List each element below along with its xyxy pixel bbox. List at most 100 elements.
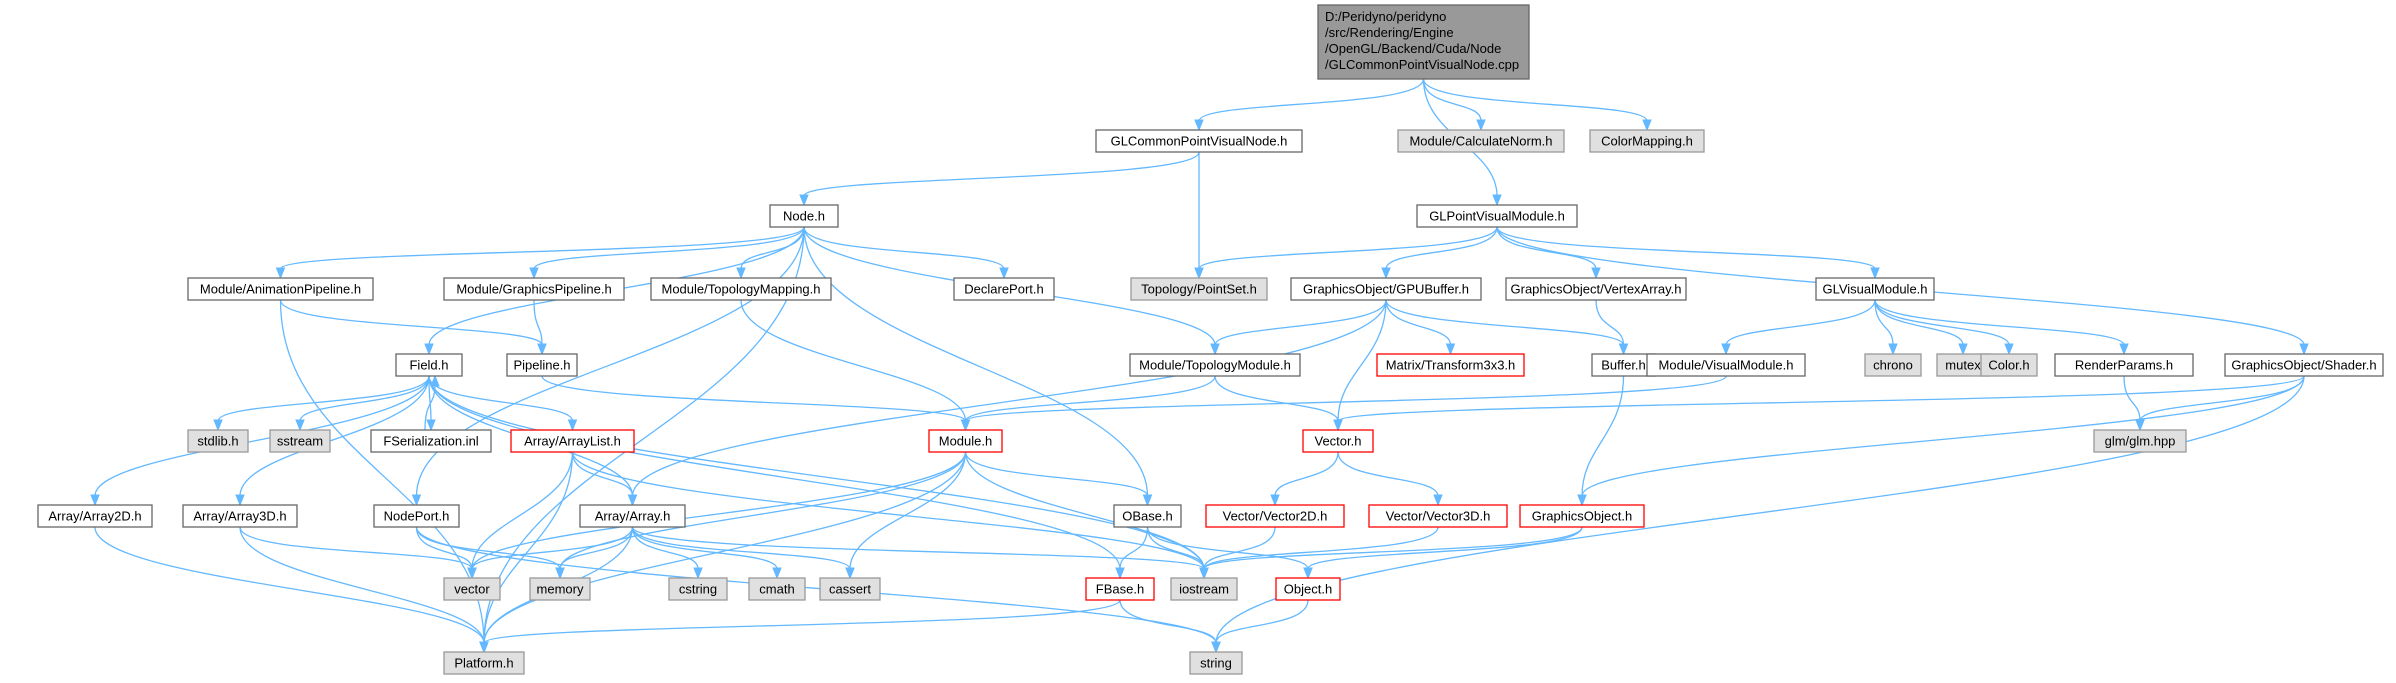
node-array[interactable]: Array/Array.h [579, 504, 686, 528]
edge-gpubuf-to-mat3 [1385, 299, 1456, 356]
edge-arraylist-to-array [571, 451, 638, 507]
node-object[interactable]: Object.h [1275, 577, 1341, 601]
node-shader[interactable]: GraphicsObject/Shader.h [2224, 353, 2384, 377]
node-array2d[interactable]: Array/Array2D.h [37, 504, 153, 528]
node-cmath[interactable]: cmath [748, 577, 806, 601]
edge-line [1203, 526, 1583, 570]
node-label: Matrix/Transform3x3.h [1386, 358, 1516, 373]
node-gfxobj[interactable]: GraphicsObject.h [1519, 504, 1645, 528]
edge-arrowhead [2119, 343, 2129, 356]
edge-line [217, 375, 430, 422]
node-box [1170, 577, 1238, 601]
node-stdlib[interactable]: stdlib.h [187, 429, 249, 453]
node-animpipe[interactable]: Module/AnimationPipeline.h [187, 277, 374, 301]
node-cstring[interactable]: cstring [668, 577, 728, 601]
edge-line [964, 451, 1205, 570]
node-mutex[interactable]: mutex [1936, 353, 1990, 377]
node-vector[interactable]: Vector.h [1302, 429, 1374, 453]
edge-line [631, 526, 778, 570]
node-mat3[interactable]: Matrix/Transform3x3.h [1376, 353, 1525, 377]
edge-arrowhead [430, 374, 440, 387]
node-platform[interactable]: Platform.h [443, 651, 525, 675]
node-box [1815, 277, 1935, 301]
edge-shader-to-vector [1333, 375, 2305, 432]
node-string[interactable]: string [1189, 651, 1243, 675]
node-label: Module/CalculateNorm.h [1409, 134, 1552, 149]
node-glvm[interactable]: GLVisualModule.h [1815, 277, 1935, 301]
node-vec3d[interactable]: Vector/Vector3D.h [1368, 504, 1508, 528]
edge-line [239, 375, 430, 497]
node-box [769, 204, 839, 228]
edge-root-to-calcnorm [1422, 78, 1486, 132]
node-label: Array/ArrayList.h [524, 434, 621, 449]
node-cassert[interactable]: cassert [819, 577, 881, 601]
node-vao[interactable]: GraphicsObject/VertexArray.h [1505, 277, 1687, 301]
node-fbase[interactable]: FBase.h [1085, 577, 1155, 601]
edge-node-to-nodeport [411, 226, 805, 507]
node-topomap[interactable]: Module/TopologyMapping.h [650, 277, 832, 301]
node-gpubuf[interactable]: GraphicsObject/GPUBuffer.h [1290, 277, 1482, 301]
edge-line [428, 375, 1205, 570]
node-colormap[interactable]: ColorMapping.h [1589, 129, 1705, 153]
edge-line [1581, 375, 1625, 497]
node-label: Array/Array3D.h [193, 509, 286, 524]
node-label: NodePort.h [384, 509, 450, 524]
node-node[interactable]: Node.h [769, 204, 839, 228]
edge-line [1146, 526, 1309, 570]
edge-line [1119, 599, 1217, 644]
node-pipeline[interactable]: Pipeline.h [506, 353, 578, 377]
edge-line [1422, 78, 1648, 122]
node-chrono[interactable]: chrono [1864, 353, 1922, 377]
edge-line [1214, 375, 1339, 422]
edge-line [1146, 526, 1205, 570]
node-box [1189, 651, 1243, 675]
node-glcpvn[interactable]: GLCommonPointVisualNode.h [1095, 129, 1303, 153]
node-box [1416, 204, 1578, 228]
node-memory[interactable]: memory [529, 577, 591, 601]
node-gfxpipe[interactable]: Module/GraphicsPipeline.h [443, 277, 625, 301]
node-arraylist[interactable]: Array/ArrayList.h [510, 429, 635, 453]
node-label: Array/Array2D.h [48, 509, 141, 524]
node-glpvm[interactable]: GLPointVisualModule.h [1416, 204, 1578, 228]
node-renderparams[interactable]: RenderParams.h [2054, 353, 2194, 377]
node-root[interactable]: D:/Peridyno/peridyno /src/Rendering/Engi… [1317, 4, 1530, 80]
edge-line [1874, 299, 1964, 346]
node-label: Color.h [1988, 358, 2029, 373]
node-sstream[interactable]: sstream [269, 429, 331, 453]
edge-line [803, 226, 1005, 270]
edge-line [239, 526, 473, 570]
node-box [748, 577, 806, 601]
edge-fbase-to-platform [479, 599, 1121, 654]
edge-object-to-string [1211, 599, 1309, 654]
node-array3d[interactable]: Array/Array3D.h [182, 504, 298, 528]
node-box [370, 429, 492, 453]
node-vec2d[interactable]: Vector/Vector2D.h [1205, 504, 1345, 528]
node-stdvector[interactable]: vector [443, 577, 501, 601]
edge-field-to-sstream [295, 375, 430, 432]
node-calcnorm[interactable]: Module/CalculateNorm.h [1397, 129, 1565, 153]
node-vismod[interactable]: Module/VisualModule.h [1646, 353, 1806, 377]
node-buffer[interactable]: Buffer.h [1591, 353, 1656, 377]
node-color[interactable]: Color.h [1980, 353, 2038, 377]
node-box [1397, 129, 1565, 153]
node-topomod[interactable]: Module/TopologyModule.h [1129, 353, 1301, 377]
node-glmhpp[interactable]: glm/glm.hpp [2093, 429, 2187, 453]
node-iostream[interactable]: iostream [1170, 577, 1238, 601]
node-nodeport[interactable]: NodePort.h [373, 504, 460, 528]
node-pointset[interactable]: Topology/PointSet.h [1130, 277, 1268, 301]
node-module[interactable]: Module.h [928, 429, 1003, 453]
node-obase[interactable]: OBase.h [1113, 504, 1182, 528]
edge-arrowhead [2299, 343, 2309, 356]
node-label: OBase.h [1122, 509, 1173, 524]
edge-vector-to-vec2d [1270, 451, 1339, 507]
node-label: Node.h [783, 209, 825, 224]
edge-obase-to-fbase [1115, 526, 1149, 580]
edge-vao-to-buffer [1595, 299, 1629, 356]
node-box [2054, 353, 2194, 377]
node-fser[interactable]: FSerialization.inl [370, 429, 492, 453]
node-field[interactable]: Field.h [395, 353, 463, 377]
edge-line [424, 384, 436, 431]
node-declport[interactable]: DeclarePort.h [953, 277, 1055, 301]
edge-pipeline-to-module [541, 375, 971, 432]
